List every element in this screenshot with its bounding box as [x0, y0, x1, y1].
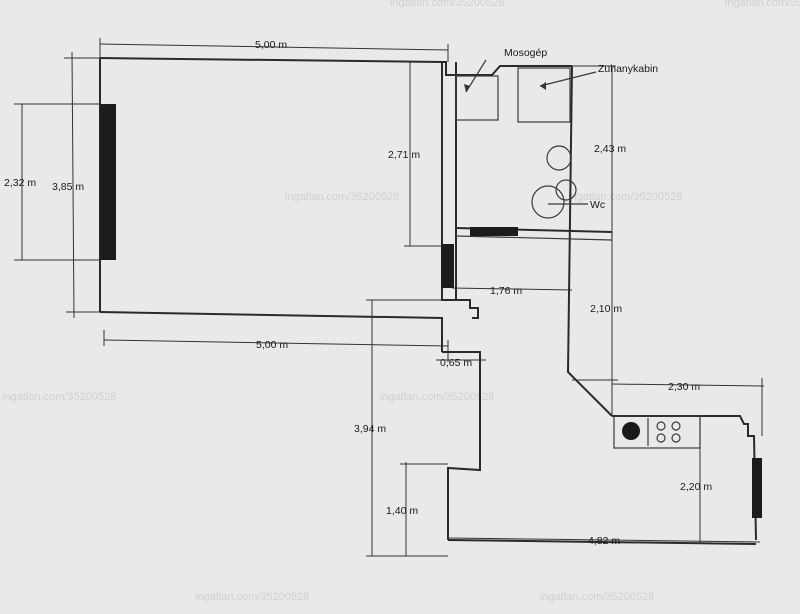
dim-inner-height: 2,71 m — [388, 149, 420, 161]
label-shower: Zuhanykabin — [598, 63, 658, 75]
label-washer: Mosogép — [504, 47, 547, 59]
dim-bath-height: 2,43 m — [594, 143, 626, 155]
dim-window-height: 2,32 m — [4, 177, 36, 189]
room-labels: Mosogép Zuhanykabin Wc — [464, 47, 658, 211]
dim-top-width: 5,00 m — [255, 39, 287, 51]
watermark: ingatlan.com/35200528 — [390, 0, 504, 9]
dim-total-width: 4,82 m — [588, 535, 620, 547]
dim-bottom-width: 5,00 m — [256, 339, 288, 351]
dim-room-height: 3,85 m — [52, 181, 84, 193]
windows — [100, 104, 762, 518]
watermark: ingatlan.com/35200528 — [285, 191, 399, 203]
label-wc: Wc — [590, 199, 605, 211]
dim-left-height: 3,94 m — [354, 423, 386, 435]
dim-kitchen-width: 2,30 m — [668, 381, 700, 393]
watermark: ingatlan.com/35200528 — [725, 0, 800, 9]
walls — [99, 57, 757, 545]
watermarks: ingatlan.com/35200528 ingatlan.com/35200… — [2, 0, 800, 603]
watermark: ingatlan.com/35200528 — [380, 391, 494, 403]
dimension-labels: 5,00 m 2,32 m 3,85 m 2,71 m 5,00 m 2,43 … — [4, 39, 712, 547]
watermark: ingatlan.com/35200528 — [2, 391, 116, 403]
dim-kitchen-height: 2,20 m — [680, 481, 712, 493]
dim-small-height: 1,40 m — [386, 505, 418, 517]
dimension-lines — [14, 38, 765, 557]
dim-step: 0,65 m — [440, 357, 472, 369]
watermark: ingatlan.com/35200528 — [568, 191, 682, 203]
watermark: ingatlan.com/35200528 — [540, 591, 654, 603]
watermark: ingatlan.com/35200528 — [195, 591, 309, 603]
dim-hall-height: 2,10 m — [590, 303, 622, 315]
dim-hall-width: 1,76 m — [490, 285, 522, 297]
